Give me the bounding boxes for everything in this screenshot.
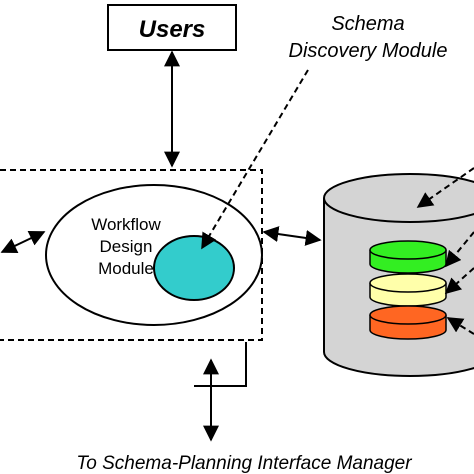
pointer-arrow-yellow (444, 267, 474, 295)
schema-discovery-label-line1: Schema (331, 13, 404, 35)
schema-pointer-arrow (201, 69, 309, 250)
schema-discovery-ellipse (153, 235, 235, 301)
layer-disk-green (369, 240, 447, 274)
layer-disk-yellow (369, 273, 447, 307)
output-connector (194, 342, 247, 387)
pointer-arrow-orange (446, 317, 474, 335)
pointer-arrow-cylinder-top (416, 167, 474, 208)
pointer-arrow-green (444, 231, 474, 268)
workflow-design-label-line2: Design (100, 237, 153, 256)
workflow-design-label-line3: Module (98, 259, 154, 278)
workflow-design-label-line1: Workflow (91, 215, 161, 234)
schema-discovery-label-line2: Discovery Module (289, 40, 448, 62)
users-label: Users (139, 16, 206, 43)
system-database-arrow (262, 226, 322, 246)
layer-disk-orange (369, 305, 447, 340)
users-box (107, 4, 237, 51)
footer-caption: To Schema-Planning Interface Manager (76, 453, 412, 474)
system-boundary (0, 169, 263, 341)
left-double-arrow (0, 230, 46, 254)
